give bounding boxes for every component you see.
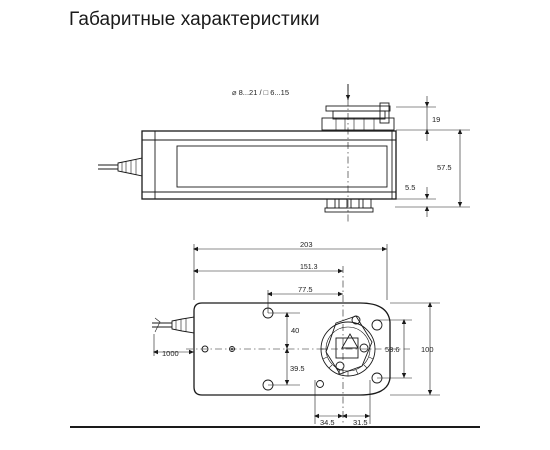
page-title: Габаритные характеристики — [69, 9, 320, 30]
top-view: 203 151.3 77.5 40 — [152, 240, 440, 427]
svg-text:34.5: 34.5 — [320, 418, 335, 427]
svg-text:39.5: 39.5 — [290, 364, 305, 373]
svg-text:151.3: 151.3 — [300, 264, 318, 271]
dim-77-5: 77.5 — [267, 285, 343, 313]
bottom-rule — [70, 426, 480, 428]
svg-text:1000: 1000 — [162, 349, 179, 358]
dim-151-3: 151.3 — [193, 264, 343, 274]
dim-40: 40 — [268, 312, 300, 349]
dim-31-5: 31.5 — [342, 380, 371, 427]
dim-1000: 1000 — [153, 334, 194, 358]
housing-window — [176, 145, 388, 188]
svg-text:31.5: 31.5 — [353, 418, 368, 427]
cable-gland-top — [152, 316, 195, 334]
housing-top — [193, 302, 391, 396]
side-view: ⌀ 8...21 / □ 6...15 — [98, 84, 470, 223]
svg-text:5.5: 5.5 — [405, 183, 415, 192]
shaft-clamp — [321, 102, 395, 131]
svg-text:100: 100 — [421, 345, 434, 354]
screw-left — [229, 346, 235, 352]
mount-hole-right-top — [371, 319, 383, 331]
cable-gland-side — [98, 157, 143, 177]
shaft-clamp-top — [316, 315, 373, 388]
svg-text:77.5: 77.5 — [298, 285, 313, 294]
svg-text:53.6: 53.6 — [385, 345, 400, 354]
shaft-spec-label: ⌀ 8...21 / □ 6...15 — [232, 88, 289, 97]
mount-hole-left — [201, 345, 209, 353]
dim-34-5: 34.5 — [314, 380, 343, 427]
housing-side — [141, 130, 397, 200]
svg-text:40: 40 — [291, 326, 299, 335]
svg-text:57.5: 57.5 — [437, 163, 452, 172]
bottom-feet — [324, 198, 374, 213]
dim-39-5: 39.5 — [268, 348, 305, 386]
dim-100: 100 — [390, 302, 440, 396]
dim-57-5: 57.5 — [395, 129, 470, 208]
svg-text:19: 19 — [432, 115, 440, 124]
dim-203: 203 — [193, 240, 388, 300]
dim-53-6: 53.6 — [377, 319, 412, 379]
dim-5-5: 5.5 — [372, 183, 436, 217]
svg-text:203: 203 — [300, 240, 313, 249]
dim-19: 19 — [396, 96, 470, 141]
